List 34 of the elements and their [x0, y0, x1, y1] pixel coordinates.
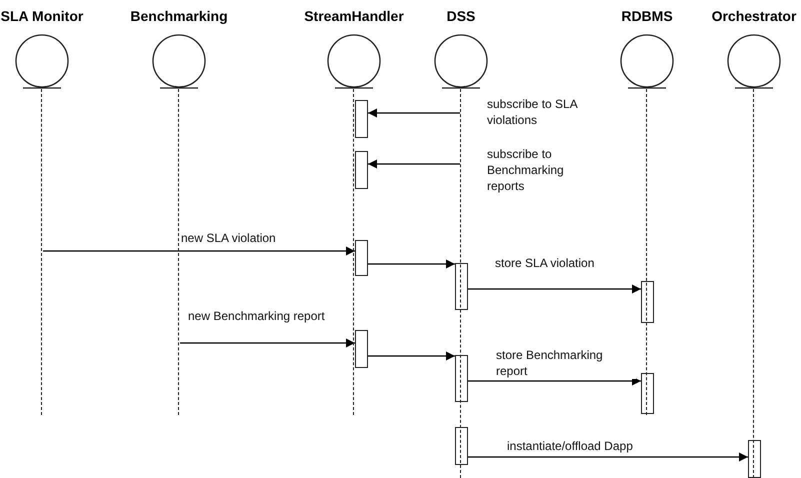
message-arrow: [468, 284, 641, 294]
activation-bar: [455, 427, 468, 465]
message-arrow: [468, 376, 641, 386]
activation-bar: [641, 373, 654, 414]
edge-label: instantiate/offload Dapp: [507, 438, 633, 454]
activation-bar: [455, 263, 468, 310]
edge-label: store Benchmarking report: [496, 347, 636, 379]
participant-name: StreamHandler: [303, 8, 405, 24]
participant-name: Orchestrator: [710, 8, 798, 24]
message-arrow: [468, 452, 748, 462]
message-arrow: [368, 108, 460, 118]
participant-name: DSS: [446, 8, 476, 24]
edge-label: new Benchmarking report: [188, 308, 325, 324]
message-arrow: [368, 260, 455, 268]
activation-bar: [355, 330, 368, 368]
message-arrow: [368, 160, 460, 168]
lifeline: [646, 89, 647, 415]
activation-bar: [641, 281, 654, 323]
participant-name: RDBMS: [620, 8, 674, 24]
message-arrow: [43, 246, 355, 256]
activation-bar: [455, 355, 468, 402]
lifeline: [460, 89, 461, 478]
activation-bar: [748, 440, 761, 478]
message-arrow: [368, 352, 455, 360]
lifeline: [753, 89, 754, 478]
lifeline: [178, 89, 179, 415]
activation-bar: [355, 151, 368, 189]
lifeline: [41, 89, 42, 415]
activation-bar: [355, 100, 368, 138]
participant-name: Benchmarking: [129, 8, 229, 24]
message-arrow: [180, 338, 355, 348]
lifeline: [353, 89, 354, 415]
activation-bar: [355, 240, 368, 276]
participant-name: SLA Monitor: [0, 8, 84, 24]
